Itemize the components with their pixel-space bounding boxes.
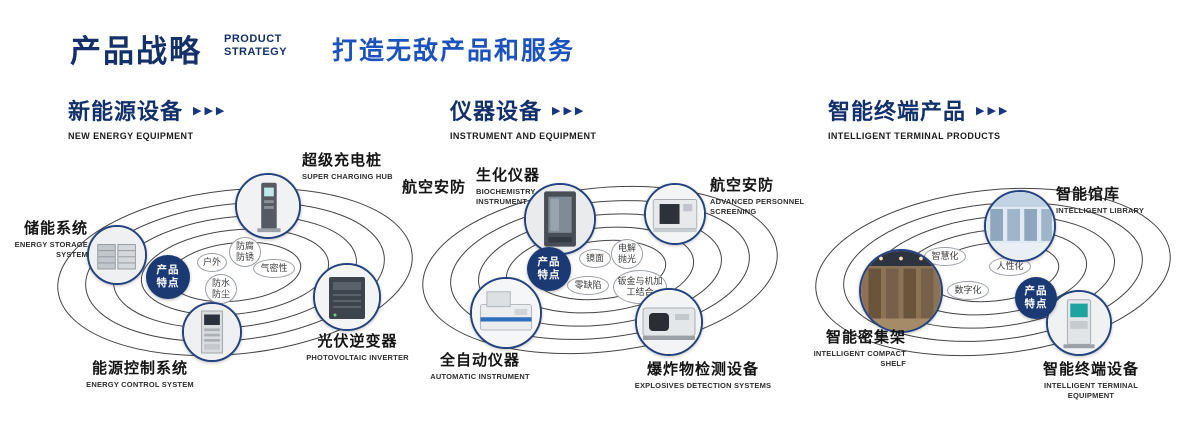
badge-line2: 特点 (537, 269, 561, 281)
node-intelligent-library (984, 190, 1056, 262)
label-super-charging-hub: 超级充电桩 SUPER CHARGING HUB (302, 149, 393, 182)
triple-arrow-icon: ▶▶▶ (193, 104, 228, 117)
product-features-badge: 产品 特点 (146, 255, 190, 299)
node-energy-storage (87, 225, 147, 285)
energy-storage-icon (89, 227, 145, 283)
label-en: BIOCHEMISTRY INSTRUMENT (476, 187, 536, 206)
label-en: ENERGY CONTROL SYSTEM (86, 380, 194, 389)
page-title-english-line2: STRATEGY (224, 45, 288, 58)
badge-line2: 特点 (156, 277, 180, 289)
node-pv-inverter (313, 263, 381, 331)
label-zh: 智能终端设备 (1042, 361, 1139, 378)
badge-line1: 产品 (537, 256, 561, 269)
product-features-badge: 产品 特点 (1015, 277, 1057, 319)
label-energy-control: 能源控制系统 ENERGY CONTROL SYSTEM (80, 357, 200, 390)
label-zh: 生化仪器 (476, 167, 541, 184)
automatic-instrument-icon (472, 279, 540, 347)
section-new-energy-subtitle: NEW ENERGY EQUIPMENT (68, 131, 194, 141)
energy-control-icon (184, 304, 240, 360)
label-energy-storage: 储能系统 ENERGY STORAGE SYSTEM (4, 217, 88, 260)
node-personnel-screening (644, 183, 706, 245)
label-aviation-security-left: 航空安防 (402, 179, 467, 196)
label-en: SUPER CHARGING HUB (302, 172, 393, 181)
section-new-energy-header: 新能源设备 ▶▶▶ NEW ENERGY EQUIPMENT (68, 94, 227, 141)
label-zh: 爆炸物检测设备 (646, 361, 759, 378)
feature-tag: 防腐防锈 (229, 237, 261, 267)
section-instrument-title: 仪器设备 (450, 99, 543, 124)
label-personnel-screening: 航空安防 ADVANCED PERSONNEL SCREENING (710, 174, 805, 217)
badge-line1: 产品 (1024, 285, 1048, 298)
label-automatic-instrument: 全自动仪器 AUTOMATIC INSTRUMENT (425, 349, 535, 382)
badge-line2: 特点 (1024, 298, 1048, 310)
page-title-english: PRODUCT STRATEGY (224, 33, 287, 58)
label-en: PHOTOVOLTAIC INVERTER (306, 353, 409, 362)
label-en: INTELLIGENT TERMINAL EQUIPMENT (1044, 381, 1138, 400)
node-automatic-instrument (470, 277, 542, 349)
page-title-english-line1: PRODUCT (224, 33, 282, 45)
node-compact-shelf (859, 249, 943, 333)
node-explosives-detection (635, 288, 703, 356)
label-en: INTELLIGENT COMPACT SHELF (813, 349, 906, 368)
personnel-screening-icon (646, 185, 704, 243)
node-terminal-equipment (1046, 290, 1112, 356)
label-zh: 航空安防 (710, 177, 775, 194)
label-terminal-equipment: 智能终端设备 INTELLIGENT TERMINAL EQUIPMENT (1022, 358, 1160, 401)
badge-line1: 产品 (156, 264, 180, 277)
label-en: EXPLOSIVES DETECTION SYSTEMS (634, 381, 772, 390)
label-en: ADVANCED PERSONNEL SCREENING (710, 197, 805, 216)
terminal-equipment-icon (1048, 292, 1110, 354)
biochemistry-instrument-icon (526, 185, 594, 253)
label-zh: 全自动仪器 (439, 352, 520, 369)
charging-hub-icon (237, 175, 299, 237)
feature-tag: 户外 (197, 253, 227, 272)
tagline: 打造无敌产品和服务 (332, 37, 576, 65)
feature-tag: 零缺陷 (567, 276, 609, 295)
node-super-charging-hub (235, 173, 301, 239)
section-instrument-header: 仪器设备 ▶▶▶ INSTRUMENT AND EQUIPMENT (450, 94, 596, 141)
feature-tag: 镜面 (579, 249, 611, 268)
compact-shelf-icon (861, 251, 941, 331)
triple-arrow-icon: ▶▶▶ (552, 104, 587, 117)
page-title: 产品战略 (70, 34, 202, 69)
intelligent-library-icon (986, 192, 1054, 260)
label-compact-shelf: 智能密集架 INTELLIGENT COMPACT SHELF (806, 326, 906, 369)
explosives-detection-icon (637, 290, 701, 354)
label-en: AUTOMATIC INSTRUMENT (430, 372, 530, 381)
label-zh: 能源控制系统 (91, 360, 188, 377)
product-features-badge: 产品 特点 (527, 247, 571, 291)
section-new-energy-title: 新能源设备 (68, 99, 184, 124)
label-en: ENERGY STORAGE SYSTEM (14, 240, 88, 259)
label-zh: 光伏逆变器 (317, 333, 398, 350)
feature-tag: 防水防尘 (205, 274, 237, 304)
section-intelligent-subtitle: INTELLIGENT TERMINAL PRODUCTS (828, 131, 1001, 141)
label-explosives-detection: 爆炸物检测设备 EXPLOSIVES DETECTION SYSTEMS (628, 358, 778, 391)
node-energy-control (182, 302, 242, 362)
section-intelligent-title: 智能终端产品 (828, 99, 967, 124)
label-zh: 超级充电桩 (302, 152, 383, 169)
label-zh: 储能系统 (23, 220, 88, 237)
feature-tag: 数字化 (947, 281, 989, 300)
label-zh: 智能馆库 (1056, 186, 1121, 203)
label-en: INTELLIGENT LIBRARY (1056, 206, 1145, 215)
label-intelligent-library: 智能馆库 INTELLIGENT LIBRARY (1056, 183, 1166, 216)
section-instrument-subtitle: INSTRUMENT AND EQUIPMENT (450, 131, 597, 141)
section-intelligent-header: 智能终端产品 ▶▶▶ INTELLIGENT TERMINAL PRODUCTS (828, 94, 1010, 141)
pv-inverter-icon (315, 265, 379, 329)
feature-tag: 气密性 (253, 259, 295, 278)
label-pv-inverter: 光伏逆变器 PHOTOVOLTAIC INVERTER (300, 330, 415, 363)
label-biochemistry: 生化仪器 BIOCHEMISTRY INSTRUMENT (476, 164, 566, 207)
label-zh: 智能密集架 (825, 329, 906, 346)
node-biochemistry (524, 183, 596, 255)
feature-tag: 电解抛光 (611, 239, 643, 269)
triple-arrow-icon: ▶▶▶ (976, 104, 1011, 117)
